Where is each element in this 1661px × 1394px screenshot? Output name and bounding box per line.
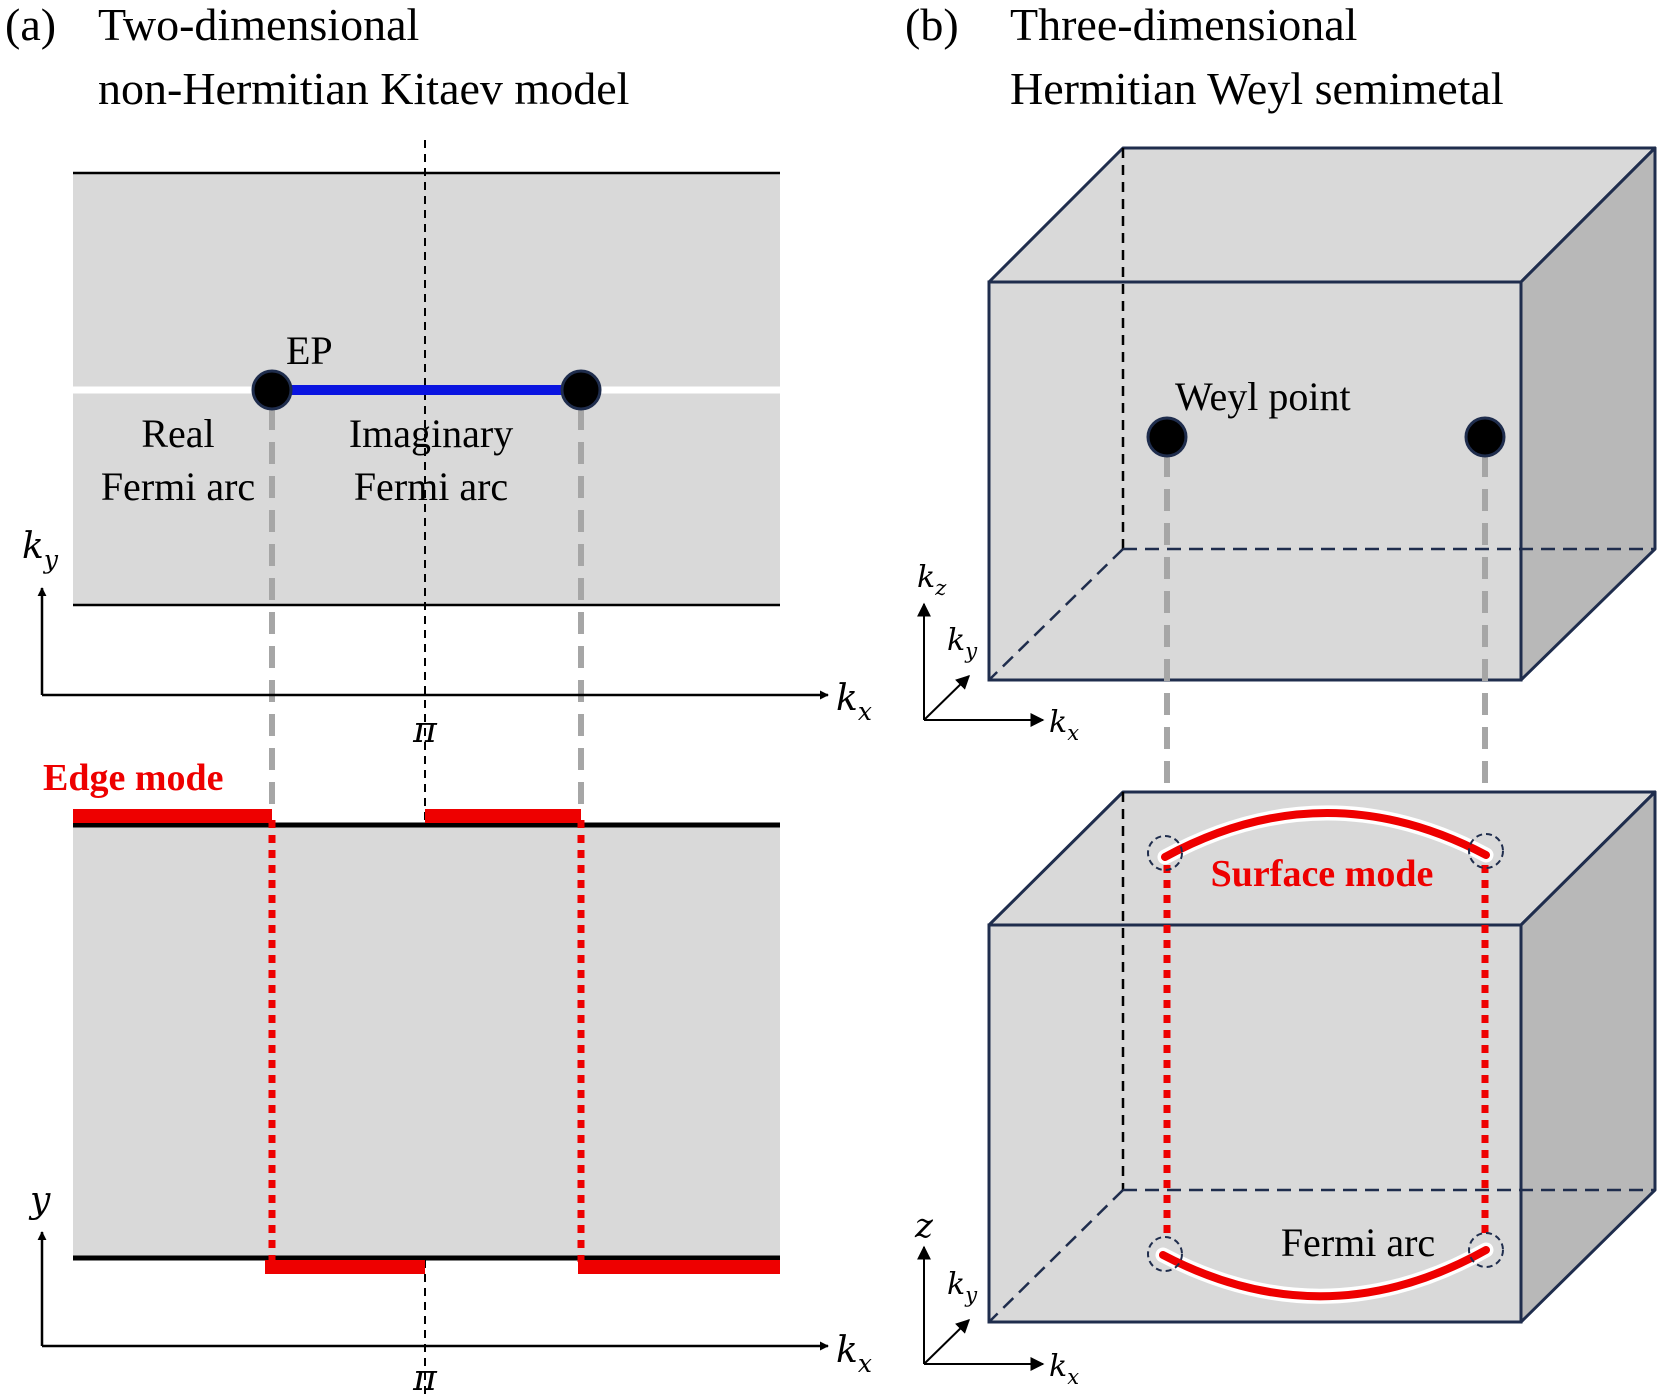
edge-mode-top-middle xyxy=(425,809,581,823)
fermi-arc-label: Fermi arc xyxy=(1281,1220,1435,1265)
imaginary-arc-label-line2: Fermi arc xyxy=(354,464,508,509)
ky-axis-label-3d-top: ky xyxy=(947,623,978,663)
weyl-point-left xyxy=(1146,416,1188,458)
real-space-bulk-region xyxy=(73,825,780,1258)
slab-cube xyxy=(987,790,1657,1324)
kx-axis-label-3d-top: kx xyxy=(1049,705,1079,745)
kx-axis-label-3d-bottom: kx xyxy=(1049,1349,1079,1389)
kz-axis-label: kz xyxy=(917,560,947,600)
panel-a-tag: (a) xyxy=(5,0,56,50)
bulk-cube xyxy=(987,146,1657,682)
weyl-point-label: Weyl point xyxy=(1175,374,1351,419)
panel-a-title-line1: Two-dimensional xyxy=(98,0,419,50)
weyl-point-right xyxy=(1464,416,1506,458)
kx-axis-label-bottom: kx xyxy=(836,1330,872,1378)
panel-a-title-line2: non-Hermitian Kitaev model xyxy=(98,63,629,114)
ky-axis-label-3d-bottom: ky xyxy=(947,1267,978,1307)
slab-cube-hidden-edge-diagonal xyxy=(988,1189,1124,1323)
exceptional-point-right xyxy=(560,369,602,411)
surface-arc-endpoint-bottom-right xyxy=(1468,1232,1504,1268)
surface-arc-endpoint-bottom-left xyxy=(1147,1236,1183,1272)
surface-arc-endpoint-top-left xyxy=(1147,835,1183,871)
surface-arc-endpoint-top-right xyxy=(1468,833,1504,869)
panel-b: (b) Three-dimensional Hermitian Weyl sem… xyxy=(905,0,1657,1389)
ep-label: EP xyxy=(286,328,333,373)
edge-mode-bottom-right xyxy=(578,1260,780,1274)
real-arc-label-line1: Real xyxy=(141,411,214,456)
edge-mode-top-left xyxy=(73,809,272,823)
kx-axis-label-top: kx xyxy=(836,678,872,726)
panel-a: (a) Two-dimensional non-Hermitian Kitaev… xyxy=(5,0,872,1394)
z-axis-label: z xyxy=(914,1206,934,1246)
surface-fermi-arc-bottom xyxy=(1159,1246,1490,1301)
panel-b-title-line1: Three-dimensional xyxy=(1010,0,1357,50)
ky-axis-3d-bottom xyxy=(923,1319,971,1365)
surface-fermi-arc-top xyxy=(1161,809,1490,861)
panel-b-tag: (b) xyxy=(905,0,959,50)
slab-cube-front-face xyxy=(987,923,1523,1324)
bulk-cube-hidden-edge-diagonal xyxy=(988,548,1124,681)
y-axis-label: y xyxy=(28,1180,51,1221)
bulk-cube-front-face xyxy=(987,280,1523,682)
edge-mode-label: Edge mode xyxy=(43,757,224,799)
pi-tick-label-bottom: π xyxy=(412,1358,438,1394)
exceptional-point-left xyxy=(251,369,293,411)
imaginary-arc-label-line1: Imaginary xyxy=(349,411,513,456)
ky-axis-3d-top xyxy=(923,675,971,721)
ky-axis-label: ky xyxy=(22,526,59,574)
pi-tick-label-top: π xyxy=(412,710,438,751)
panel-b-title-line2: Hermitian Weyl semimetal xyxy=(1010,63,1504,114)
surface-mode-label: Surface mode xyxy=(1211,853,1434,895)
real-arc-label-line2: Fermi arc xyxy=(101,464,255,509)
edge-mode-bottom-middle xyxy=(265,1260,425,1274)
